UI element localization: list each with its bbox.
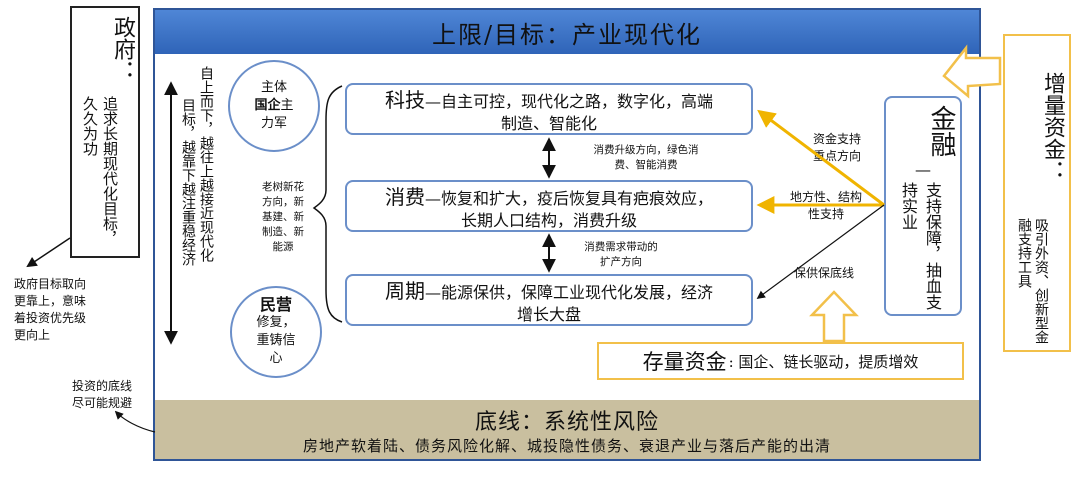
stock-title: 存量资金	[642, 350, 727, 374]
group-brace	[312, 85, 343, 323]
demand-label-line: 扩产方向	[600, 256, 642, 268]
incremental-arrow	[942, 44, 1002, 99]
funds-label-line: 资金支持	[812, 132, 861, 146]
tech-line1: 自主可控，现代化之路，数字化，高端	[440, 92, 713, 111]
finance-box: 金融 — 支持保障，抽血支持实业	[884, 96, 962, 316]
regional-label: 地方性、结构 性支持	[778, 189, 874, 223]
bottom-line-note-line: 尽可能规避	[71, 396, 132, 410]
direction-text-col1: 自上而下，越往上越接近现代化	[198, 66, 214, 262]
soe-line2: 国企主	[254, 97, 293, 115]
finance-dash: —	[915, 160, 931, 179]
government-note-line: 着投资优先级	[14, 311, 87, 325]
upgrade-label-line: 费、智能消费	[614, 159, 678, 171]
finance-to-cycle-arrow	[756, 204, 885, 299]
tech-dash: —	[424, 92, 441, 111]
consume-dash: —	[424, 189, 441, 208]
finance-desc: 支持保障，抽血支持实业	[899, 182, 942, 310]
cycle-row-box: 周期—能源保供，保障工业现代化发展，经济 增长大盘	[345, 274, 753, 326]
tech-line2: 制造、智能化	[500, 114, 597, 133]
stock-funds-box: 存量资金 : 国企、链长驱动，提质增效	[597, 342, 964, 380]
government-note-line: 更向上	[14, 328, 51, 342]
cycle-line1: 能源保供，保障工业现代化发展，经济	[440, 283, 713, 302]
private-line3: 重铸信	[256, 333, 296, 348]
old-tree-line: 方向，新	[262, 196, 304, 208]
old-tree-line: 基建、新	[262, 211, 304, 223]
cycle-line2: 增长大盘	[516, 305, 581, 324]
direction-text-col2: 目标，越靠下越注重稳经济	[180, 98, 196, 266]
government-title: 政府：	[110, 16, 135, 82]
private-line2: 修复，	[256, 315, 296, 330]
incremental-desc: 吸引外资、创新型金融支持工具	[1016, 218, 1049, 344]
soe-line3: 力军	[260, 116, 287, 131]
regional-label-line: 地方性、结构	[789, 190, 862, 204]
bottom-line-note-line: 投资的底线	[71, 379, 132, 393]
finance-to-tech-arrow	[757, 109, 885, 207]
consume-line1: 恢复和扩大，疫后恢复具有疤痕效应，	[440, 189, 713, 208]
bottom-line-band: 底线：系统性风险 房地产软着陆、债务风险化解、城投隐性债务、衰退产业与落后产能的…	[155, 400, 979, 459]
consume-head: 消费	[384, 185, 425, 209]
regional-label-line: 性支持	[807, 207, 844, 221]
cycle-head: 周期	[384, 279, 425, 303]
demand-label: 消费需求带动的 扩产方向	[566, 240, 676, 270]
old-tree-line: 制造、新	[262, 226, 304, 238]
government-note-line: 更靠上，意味	[14, 294, 87, 308]
consume-row-box: 消费—恢复和扩大，疫后恢复具有疤痕效应， 长期人口结构，消费升级	[345, 180, 753, 232]
soe-label: 国企	[254, 98, 281, 113]
bottom-line-note: 投资的底线 尽可能规避	[52, 378, 152, 412]
consume-line2: 长期人口结构，消费升级	[460, 211, 637, 230]
private-title: 民营	[259, 295, 292, 314]
incremental-funds-box: 增量资金： 吸引外资、创新型金融支持工具	[1003, 34, 1071, 352]
government-note-arrow	[26, 237, 71, 268]
government-note-line: 政府目标取向	[14, 277, 87, 291]
government-box: 政府： 追求长期现代化目标，久久为功	[70, 6, 140, 258]
incremental-title: 增量资金：	[1040, 72, 1065, 182]
cycle-dash: —	[424, 283, 441, 302]
private-line4: 心	[269, 351, 283, 366]
upper-limit-banner: 上限/目标：产业现代化	[155, 10, 979, 54]
private-circle: 民营 修复， 重铸信 心	[230, 286, 322, 378]
finance-title: 金融	[926, 105, 956, 157]
government-note: 政府目标取向 更靠上，意味 着投资优先级 更向上	[14, 276, 124, 344]
old-tree-text: 老树新花 方向，新 基建、新 制造、新 能源	[250, 180, 316, 255]
upper-limit-text: 上限/目标：产业现代化	[431, 20, 703, 49]
soe-circle: 主体 国企主 力军	[228, 60, 320, 152]
tech-row-box: 科技—自主可控，现代化之路，数字化，高端 制造、智能化	[345, 83, 753, 135]
tech-head: 科技	[384, 88, 425, 112]
soe-line1: 主体	[260, 80, 287, 95]
upgrade-label-line: 消费升级方向，绿色消	[593, 144, 699, 156]
upgrade-label: 消费升级方向，绿色消 费、智能消费	[566, 143, 726, 173]
stock-desc: : 国企、链长驱动，提质增效	[728, 352, 919, 371]
old-tree-line: 能源	[272, 241, 294, 253]
soe-zhu: 主	[280, 98, 294, 113]
government-desc: 追求长期现代化目标，久久为功	[81, 96, 119, 246]
demand-label-line: 消费需求带动的	[584, 241, 658, 253]
bottom-line-note-arrow	[114, 410, 156, 433]
bottom-support-label: 保供保底线	[794, 266, 855, 280]
bottom-line-subtitle: 房地产软着陆、债务风险化解、城投隐性债务、衰退产业与落后产能的出清	[302, 437, 831, 455]
old-tree-line: 老树新花	[262, 181, 304, 193]
bottom-line-title: 底线：系统性风险	[474, 410, 659, 435]
stock-up-arrow	[809, 290, 859, 343]
